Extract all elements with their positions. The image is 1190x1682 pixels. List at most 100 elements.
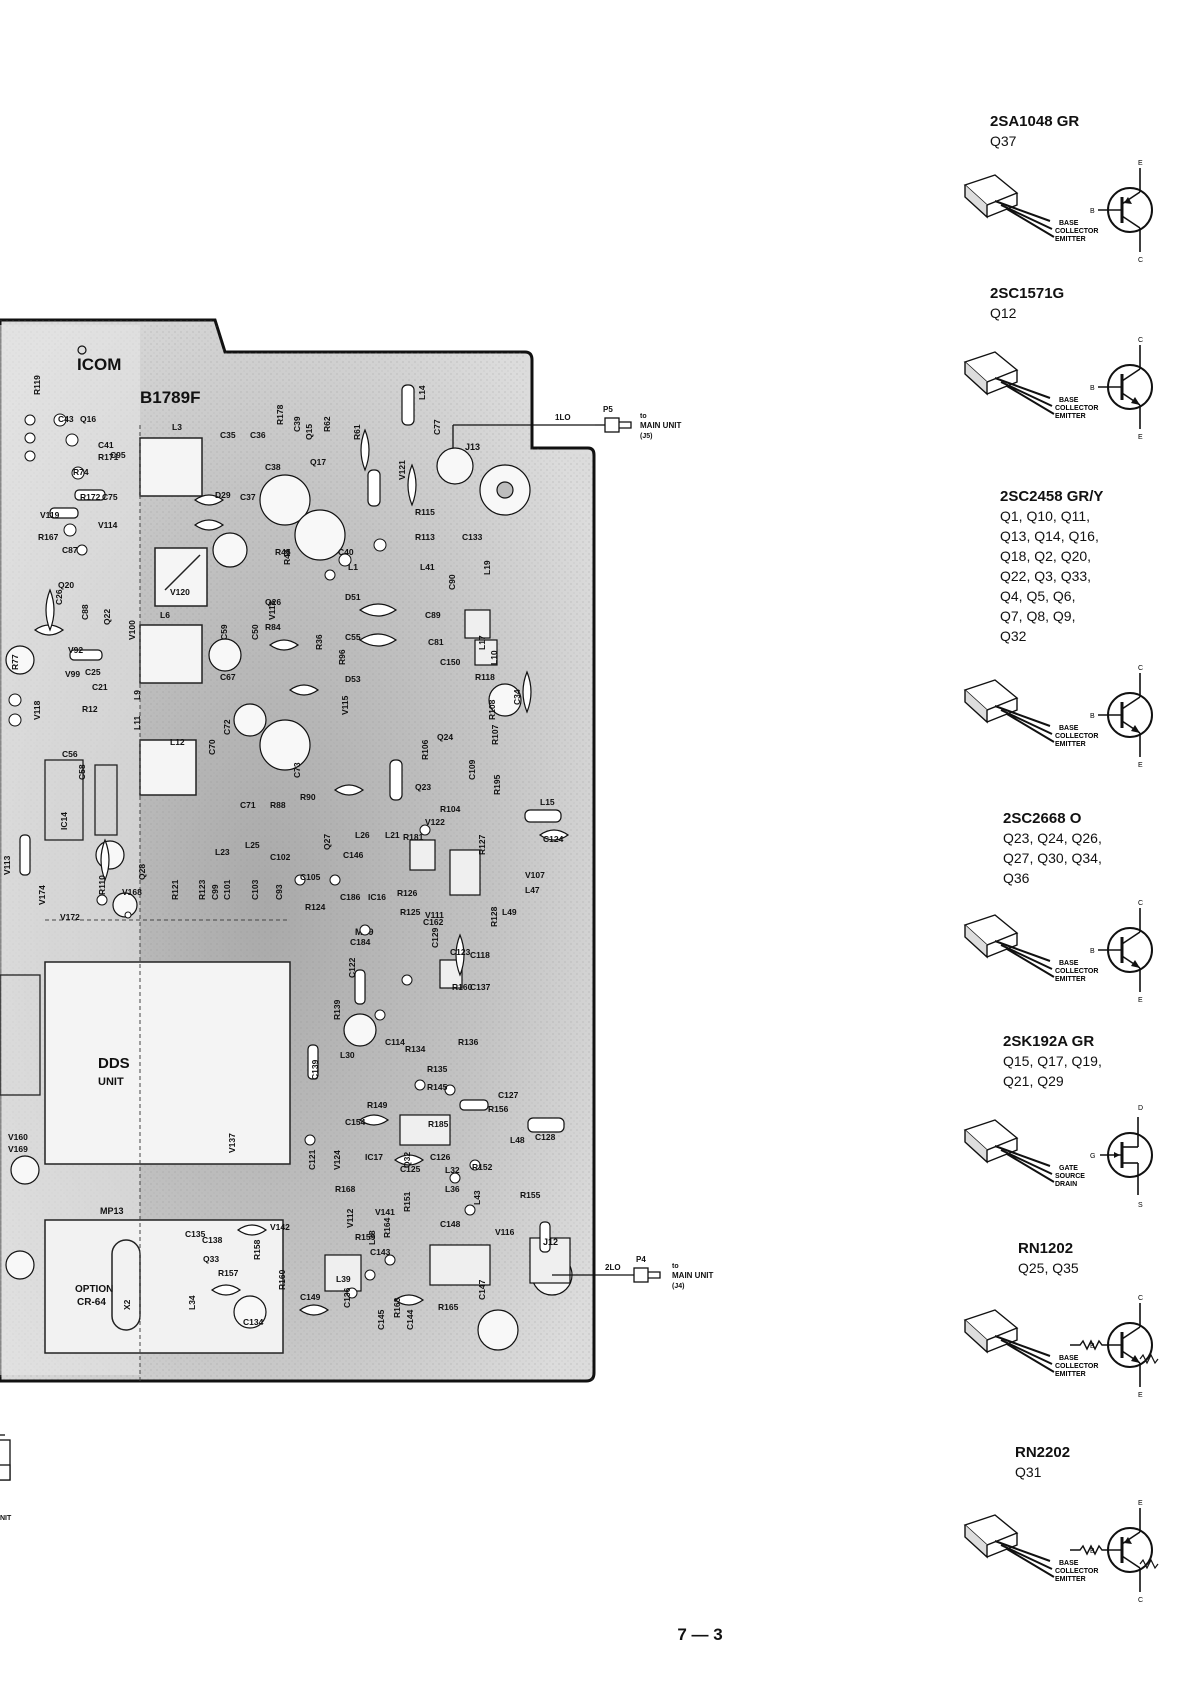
svg-text:Q24: Q24 (437, 732, 453, 742)
terminal-left: B (1090, 1343, 1095, 1350)
svg-text:L23: L23 (215, 847, 230, 857)
svg-text:R160: R160 (277, 1269, 287, 1290)
svg-text:C89: C89 (425, 610, 441, 620)
svg-text:R88: R88 (270, 800, 286, 810)
transistor-2sa1048: 2SA1048 GR Q37 (990, 113, 1180, 151)
svg-text:C55: C55 (345, 632, 361, 642)
svg-text:R115: R115 (415, 507, 435, 517)
svg-text:V118: V118 (32, 700, 42, 720)
ref-list: Q12 (990, 305, 1017, 321)
svg-text:R113: R113 (415, 532, 435, 542)
svg-text:C102: C102 (270, 852, 291, 862)
svg-text:C70: C70 (207, 739, 217, 755)
svg-text:V111: V111 (425, 910, 444, 920)
svg-text:R84: R84 (265, 622, 281, 632)
svg-text:C134: C134 (243, 1317, 264, 1327)
svg-text:C144: C144 (405, 1309, 415, 1330)
svg-text:C56: C56 (62, 749, 78, 759)
svg-text:R139: R139 (332, 999, 342, 1020)
svg-text:IC16: IC16 (368, 892, 386, 902)
svg-text:C135: C135 (185, 1229, 206, 1239)
terminal-bottom: E (1138, 1392, 1143, 1399)
svg-text:R121: R121 (170, 879, 180, 900)
component-labels: L3 C35 C36 R178 C39 Q15 R62 R61 C77 L14 … (2, 375, 564, 1330)
svg-text:C146: C146 (343, 850, 364, 860)
svg-text:C72: C72 (222, 719, 232, 735)
p4-dest-sub: (J4) (672, 1283, 684, 1290)
connector-p4: P4 2LO to MAIN UNIT (J4) (552, 1255, 713, 1290)
pin-label-2: COLLECTOR (1055, 405, 1098, 412)
svg-text:R110: R110 (97, 875, 107, 895)
svg-text:C128: C128 (535, 1132, 556, 1142)
pin-label-3: DRAIN (1055, 1181, 1077, 1188)
terminal-left: G (1090, 1153, 1095, 1160)
svg-text:V142: V142 (270, 1222, 290, 1232)
j13-label: J13 (465, 442, 480, 452)
ref-list: Q25, Q35 (1018, 1260, 1079, 1276)
resistor-bodies (19, 384, 565, 1253)
svg-text:D53: D53 (345, 674, 361, 684)
svg-text:R172: R172 (80, 492, 101, 502)
svg-text:X2: X2 (122, 1299, 132, 1310)
svg-text:C114: C114 (385, 1037, 405, 1047)
svg-text:L34: L34 (187, 1295, 197, 1310)
svg-text:V116: V116 (495, 1227, 515, 1237)
lead (1000, 204, 1053, 230)
svg-text:L21: L21 (385, 830, 400, 840)
svg-text:L14: L14 (417, 385, 427, 400)
svg-text:R118: R118 (475, 672, 495, 682)
pin-label-2: SOURCE (1055, 1173, 1085, 1180)
svg-text:V112: V112 (345, 1208, 355, 1228)
svg-text:V174: V174 (37, 885, 47, 905)
svg-text:C150: C150 (440, 657, 461, 667)
svg-text:C93: C93 (274, 884, 284, 900)
part-number: 2SK192A GR (1003, 1033, 1095, 1050)
svg-text:C101: C101 (222, 879, 232, 900)
mp13-label: MP13 (100, 1206, 124, 1216)
svg-text:C127: C127 (498, 1090, 519, 1100)
terminal-left: B (1090, 948, 1095, 955)
svg-text:C77: C77 (432, 419, 442, 435)
ref-line: Q21, Q29 (1003, 1073, 1064, 1089)
svg-text:C35: C35 (220, 430, 236, 440)
svg-text:V169: V169 (8, 1144, 28, 1154)
ref-line: Q36 (1003, 870, 1030, 886)
svg-text:R157: R157 (218, 1268, 239, 1278)
lead (1006, 948, 1055, 978)
p5-name: P5 (603, 405, 613, 414)
svg-text:R151: R151 (402, 1191, 412, 1212)
svg-text:R74: R74 (73, 467, 89, 477)
svg-text:Q26: Q26 (265, 597, 281, 607)
pin-label-3: EMITTER (1055, 413, 1086, 420)
boxed-parts (324, 609, 571, 1292)
lead (994, 940, 1051, 962)
svg-text:L17: L17 (477, 635, 487, 650)
pin-label-3: EMITTER (1055, 1371, 1086, 1378)
svg-text:L25: L25 (245, 840, 260, 850)
svg-text:C40: C40 (338, 547, 354, 557)
p4-signal: 2LO (605, 1263, 621, 1272)
svg-text:R185: R185 (428, 1119, 449, 1129)
pin-label-2: COLLECTOR (1055, 968, 1098, 975)
transistor-2sc1571g: 2SC1571G Q12 (990, 285, 1180, 323)
svg-text:C59: C59 (219, 624, 229, 640)
svg-text:L41: L41 (420, 562, 435, 572)
terminal-left: B (1090, 208, 1095, 215)
lead (1000, 381, 1053, 407)
part-number: 2SC2668 O (1003, 810, 1082, 827)
p5-dest: MAIN UNIT (640, 421, 681, 430)
svg-text:Q20: Q20 (58, 580, 74, 590)
dashed-traces (45, 425, 290, 1381)
terminal-bottom: E (1138, 997, 1143, 1004)
svg-text:R155: R155 (520, 1190, 541, 1200)
pin-label-1: BASE (1059, 397, 1079, 404)
svg-text:C105: C105 (300, 872, 321, 882)
svg-text:R36: R36 (314, 634, 324, 650)
lead (1000, 944, 1053, 970)
svg-text:C58: C58 (77, 764, 87, 780)
ref-line: Q22, Q3, Q33, (1000, 568, 1092, 584)
svg-text:R107: R107 (490, 724, 500, 745)
